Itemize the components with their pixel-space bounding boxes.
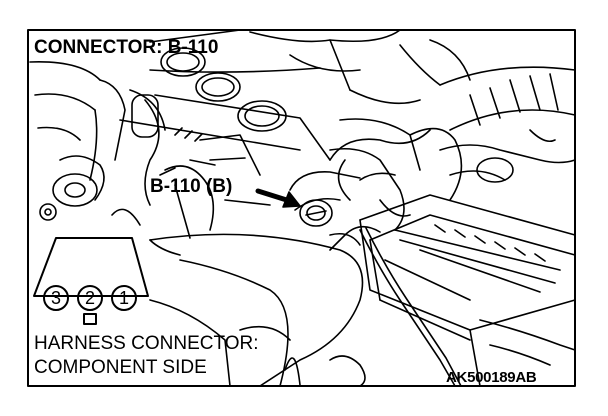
component-side-label: COMPONENT SIDE [34, 357, 207, 378]
figure-frame [27, 29, 576, 387]
harness-connector-face [33, 237, 149, 325]
harness-connector-label: HARNESS CONNECTOR: [34, 333, 259, 354]
callout-arrow [255, 188, 301, 208]
pin-1-label: 1 [118, 288, 129, 308]
figure-code: AK500189AB [446, 369, 537, 386]
wiring-cable [329, 227, 462, 387]
air-cleaner-box [359, 194, 576, 387]
hoses-left [29, 61, 271, 239]
connector-b110-drawing [289, 118, 421, 246]
connector-callout-label: B-110 (B) [150, 176, 233, 197]
connector-title: CONNECTOR: B-110 [34, 37, 219, 58]
cam-cover-markings [159, 127, 216, 176]
intake-plenum [149, 225, 381, 387]
pin-3-label: 3 [50, 288, 61, 308]
pin-2-label: 2 [84, 288, 95, 308]
air-intake-duct [399, 39, 576, 201]
